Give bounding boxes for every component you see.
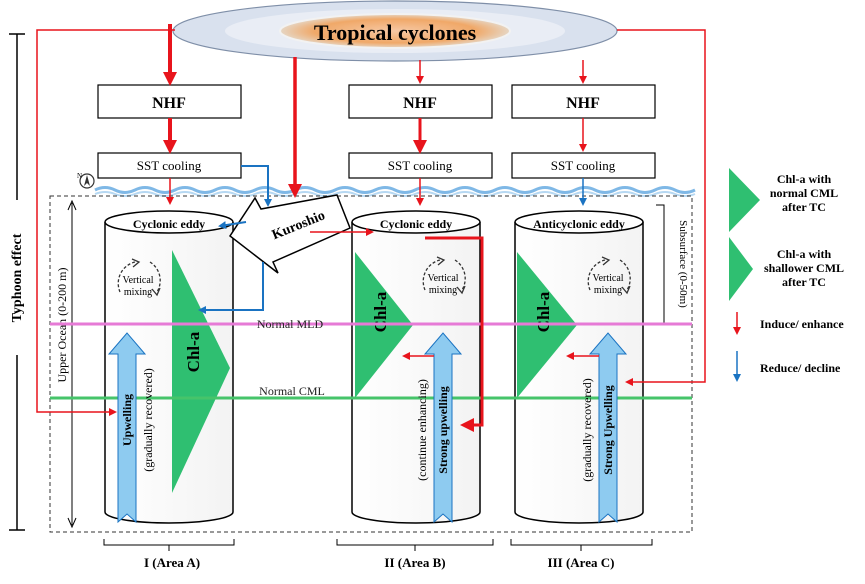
ocean-surface-waves: [94, 186, 696, 197]
nhf-box-b: NHF: [348, 84, 493, 119]
area-label-b: II (Area B): [384, 555, 445, 570]
upper-ocean-depth-axis: Upper Ocean (0-200 m): [55, 199, 77, 529]
sst-box-b: SST cooling: [348, 152, 493, 179]
upwelling-label-a: Upwelling: [120, 394, 134, 446]
legend-reduce: Reduce/ decline: [733, 351, 841, 382]
legend-normal-cml: Chl-a with normal CML after TC: [729, 168, 838, 232]
upper-ocean-box: [49, 195, 693, 533]
sst-box-c: SST cooling: [511, 152, 656, 179]
legend-normal_l1-text: Chl-a with: [777, 172, 832, 186]
legend-induce: Induce/ enhance: [733, 312, 844, 335]
nhf_label-text: NHF: [566, 95, 600, 112]
area-bracket-a: I (Area A): [103, 539, 235, 570]
legend-shallow_l2-text: shallower CML: [764, 261, 844, 275]
nhf_label-text: NHF: [152, 95, 186, 112]
upwelling-arrow-a: [107, 332, 147, 524]
compass_label-text: N: [77, 172, 82, 180]
typhoon-effect-bracket: Typhoon effect: [9, 33, 25, 531]
chl-triangle-a: [172, 250, 230, 493]
legend-normal_l2-text: normal CML: [770, 186, 838, 200]
tropical-cyclone: Tropical cyclones: [172, 0, 618, 62]
vertical-mixing-icon-b: Vertical mixing: [422, 256, 466, 296]
subsurface-label: Subsurface (0-50m): [677, 220, 689, 308]
cml-label: Normal CML: [259, 384, 325, 398]
chl-label-c: Chl-a: [534, 291, 553, 332]
kuroshio-arrow: Kuroshio: [228, 194, 351, 274]
chl-label-a: Chl-a: [184, 331, 203, 372]
columns-2-mixing_l1-text: Vertical: [592, 273, 623, 284]
nhf-box-c: NHF: [511, 84, 656, 119]
upwelling-note-c: (gradually recovered): [580, 378, 594, 482]
eddy-label-a: Cyclonic eddy: [133, 217, 205, 231]
subsurface-bracket: Subsurface (0-50m): [656, 204, 689, 324]
columns-2-mixing_l2-text: mixing: [594, 285, 622, 296]
legend-induce-text: Induce/ enhance: [760, 317, 844, 331]
blue-arrows: [198, 165, 587, 314]
legend-shallower-cml: Chl-a with shallower CML after TC: [729, 237, 844, 301]
columns-1-mixing_l1-text: Vertical: [427, 273, 458, 284]
sst_label-text: SST cooling: [137, 158, 202, 173]
area-bracket-c: III (Area C): [510, 539, 653, 570]
normal-mld-line: Normal MLD: [50, 317, 692, 331]
legend-shallow_l1-text: Chl-a with: [777, 247, 832, 261]
area-label-a: I (Area A): [144, 555, 200, 570]
upwelling-arrow-c: [588, 332, 628, 524]
sst_label-text: SST cooling: [388, 158, 453, 173]
legend-normal_l3-text: after TC: [782, 200, 826, 214]
normal-cml-line: Normal CML: [50, 384, 692, 400]
eddy-label-c: Anticyclonic eddy: [533, 217, 625, 231]
mld-label: Normal MLD: [257, 317, 324, 331]
nhf-box-a: NHF: [97, 84, 242, 119]
upwelling-note-a: (gradually recovered): [141, 368, 155, 472]
upwelling-note-b: (continue enhancing): [415, 379, 429, 481]
columns-0-mixing_l2-text: mixing: [124, 287, 152, 298]
area-label-c: III (Area C): [548, 555, 615, 570]
compass-icon: N: [77, 172, 95, 189]
eddy-label-b: Cyclonic eddy: [380, 217, 452, 231]
vertical-mixing-icon-c: Vertical mixing: [587, 256, 631, 296]
legend-shallow_l3-text: after TC: [782, 275, 826, 289]
upwelling-arrow-b: [423, 332, 463, 524]
vertical-mixing-icon-a: Vertical mixing: [117, 258, 161, 298]
cylinder-area-a: [104, 210, 234, 524]
upwelling-label-b: Strong upwelling: [436, 386, 450, 473]
columns-0-mixing_l1-text: Vertical: [122, 275, 153, 286]
cyclone-title: Tropical cyclones: [314, 20, 477, 45]
red-arrows: [36, 24, 706, 432]
typhoon-effect-label: Typhoon effect: [10, 233, 25, 322]
columns-1-mixing_l2-text: mixing: [429, 285, 457, 296]
legend-reduce-text: Reduce/ decline: [760, 361, 841, 375]
nhf_label-text: NHF: [403, 95, 437, 112]
legend: Chl-a with normal CML after TC Chl-a wit…: [729, 168, 844, 382]
chl-label-b: Chl-a: [371, 291, 390, 332]
sst_label-text: SST cooling: [551, 158, 616, 173]
sst-box-a: SST cooling: [97, 152, 242, 179]
upwelling-label-c: Strong Upwelling: [601, 385, 615, 474]
area-bracket-b: II (Area B): [336, 539, 494, 570]
